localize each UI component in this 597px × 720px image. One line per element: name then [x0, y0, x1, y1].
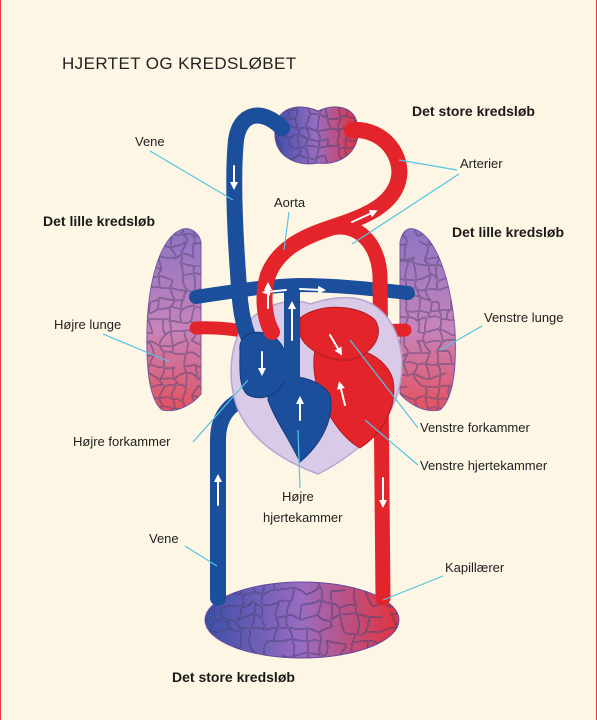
- label-right-lung: Højre lunge: [54, 317, 121, 332]
- label-vein-top: Vene: [135, 134, 165, 149]
- label-right-atrium: Højre forkammer: [73, 434, 171, 449]
- arrow-pulmonary-right: [300, 289, 322, 290]
- label-pulmonary-circulation-right: Det lille kredsløb: [452, 224, 564, 240]
- diagram-title: HJERTET OG KREDSLØBET: [62, 54, 297, 73]
- leader-left-ventricle: [365, 420, 418, 465]
- label-right-ventricle-line2: hjertekammer: [263, 510, 343, 525]
- label-aorta: Aorta: [274, 195, 306, 210]
- label-systemic-circulation-top: Det store kredsløb: [412, 103, 535, 119]
- leader-capillaries: [383, 576, 443, 600]
- label-arteries: Arterier: [460, 156, 503, 171]
- label-capillaries: Kapillærer: [445, 560, 505, 575]
- label-right-ventricle-line1: Højre: [282, 489, 314, 504]
- leader-vein-top: [150, 151, 233, 200]
- label-systemic-circulation-bottom: Det store kredsløb: [172, 669, 295, 685]
- label-pulmonary-circulation-left: Det lille kredsløb: [43, 213, 155, 229]
- leader-arteries-upper: [399, 160, 457, 170]
- label-left-ventricle: Venstre hjertekammer: [420, 458, 548, 473]
- right-atrium-chamber: [240, 332, 287, 397]
- label-left-atrium: Venstre forkammer: [420, 420, 530, 435]
- label-vein-bottom: Vene: [149, 531, 179, 546]
- label-left-lung: Venstre lunge: [484, 310, 564, 325]
